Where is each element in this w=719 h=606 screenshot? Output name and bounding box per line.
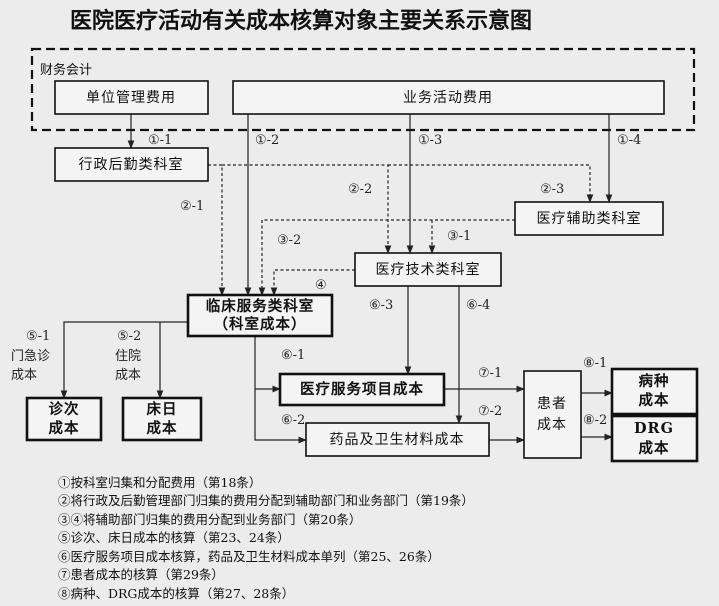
diagram-title: 医院医疗活动有关成本核算对象主要关系示意图 (70, 8, 532, 34)
step-label-4: ④ (315, 278, 327, 293)
node-clinical-service-dept-line1: 临床服务类科室 (206, 297, 315, 315)
node-patient-cost-line2: 成本 (537, 417, 567, 433)
node-visit-cost-line1: 诊次 (49, 400, 80, 418)
step-label-2-2: ②-2 (348, 182, 372, 197)
legend-item: ①按科室归集和分配费用（第18条） (58, 475, 261, 490)
node-drg-cost-line1: DRG (634, 420, 674, 437)
legend-item: ⑧病种、DRG成本的核算（第27、28条） (58, 586, 294, 601)
node-bed-day-cost-line1: 床日 (147, 400, 178, 418)
step-label-3-2: ③-2 (277, 233, 301, 248)
step-label-3-1: ③-1 (447, 229, 471, 244)
legend: ①按科室归集和分配费用（第18条） ②将行政及后勤管理部门归集的费用分配到辅助部… (58, 475, 474, 601)
step-label-8-1: ⑧-1 (583, 356, 607, 371)
inpatient-label-line1: 住院 (115, 349, 141, 364)
node-medical-technology-dept-label: 医疗技术类科室 (376, 261, 481, 278)
node-disease-cost-line1: 病种 (639, 372, 670, 390)
step-label-7-1: ⑦-1 (478, 366, 502, 381)
node-admin-logistics-dept: 行政后勤类科室 (54, 147, 209, 182)
node-drug-supply-cost: 药品及卫生材料成本 (305, 422, 490, 457)
step-label-7-2: ⑦-2 (478, 404, 502, 419)
node-visit-cost-line2: 成本 (49, 419, 80, 437)
step-label-5-2: ⑤-2 (117, 329, 141, 344)
node-medical-service-item-cost-label: 医疗服务项目成本 (300, 380, 424, 398)
legend-item: ③④将辅助部门归集的费用分配到业务部门（第20条） (58, 512, 361, 527)
node-business-activity-expense-label: 业务活动费用 (403, 90, 493, 106)
node-unit-management-expense-label: 单位管理费用 (86, 90, 176, 106)
edge-5-1 (60, 321, 188, 399)
outpatient-label-line2: 成本 (11, 368, 37, 383)
step-label-6-2: ⑥-2 (281, 413, 305, 428)
node-drg-cost: DRG 成本 (610, 414, 699, 463)
node-visit-cost: 诊次 成本 (25, 396, 103, 442)
step-label-2-3: ②-3 (540, 182, 564, 197)
legend-item: ⑤诊次、床日成本的核算（第23、24条） (58, 530, 290, 545)
financial-accounting-label: 财务会计 (40, 62, 92, 78)
step-label-6-4: ⑥-4 (466, 298, 490, 313)
step-label-1-1: ①-1 (148, 133, 172, 148)
node-unit-management-expense: 单位管理费用 (54, 80, 209, 115)
edge-6-1 (254, 336, 281, 393)
edge-2-3 (388, 164, 594, 203)
node-patient-cost-line1: 患者 (537, 396, 567, 412)
inpatient-label-line2: 成本 (115, 368, 141, 383)
step-label-6-3: ⑥-3 (369, 298, 393, 313)
step-label-1-2: ①-2 (255, 133, 279, 148)
node-medical-auxiliary-dept-label: 医疗辅助类科室 (537, 210, 642, 227)
node-medical-service-item-cost: 医疗服务项目成本 (278, 372, 446, 407)
node-clinical-service-dept-line2: （科室成本） (214, 315, 307, 333)
node-disease-cost: 病种 成本 (610, 367, 699, 416)
edge-2-2 (222, 164, 392, 254)
step-label-8-2: ⑧-2 (583, 413, 607, 428)
node-disease-cost-line2: 成本 (639, 391, 670, 409)
step-label-1-3: ①-3 (418, 133, 442, 148)
step-label-2-1: ②-1 (180, 199, 204, 214)
financial-accounting-frame (30, 47, 696, 132)
step-label-5-1: ⑤-1 (26, 329, 50, 344)
step-label-1-4: ①-4 (617, 133, 641, 148)
legend-item: ⑦患者成本的核算（第29条） (58, 567, 224, 582)
legend-item: ⑥医疗服务项目成本核算，药品及卫生材料成本单列（第25、26条） (58, 549, 440, 564)
node-medical-auxiliary-dept: 医疗辅助类科室 (514, 201, 664, 236)
node-drug-supply-cost-label: 药品及卫生材料成本 (330, 432, 465, 448)
node-clinical-service-dept: 临床服务类科室 （科室成本） (186, 293, 334, 338)
node-medical-technology-dept: 医疗技术类科室 (354, 252, 502, 287)
node-drg-cost-line2: 成本 (639, 439, 670, 457)
node-patient-cost: 患者 成本 (523, 370, 582, 459)
node-bed-day-cost-line2: 成本 (147, 419, 178, 437)
node-admin-logistics-dept-label: 行政后勤类科室 (79, 156, 184, 173)
edge-2-1 (208, 164, 226, 296)
step-label-6-1: ⑥-1 (281, 348, 305, 363)
node-business-activity-expense: 业务活动费用 (232, 80, 665, 115)
edge-3-2 (258, 219, 515, 296)
outpatient-label-line1: 门急诊 (11, 349, 50, 364)
node-bed-day-cost: 床日 成本 (121, 396, 203, 442)
edge-6-2 (254, 389, 307, 444)
legend-item: ②将行政及后勤管理部门归集的费用分配到辅助部门和业务部门（第19条） (58, 493, 474, 508)
